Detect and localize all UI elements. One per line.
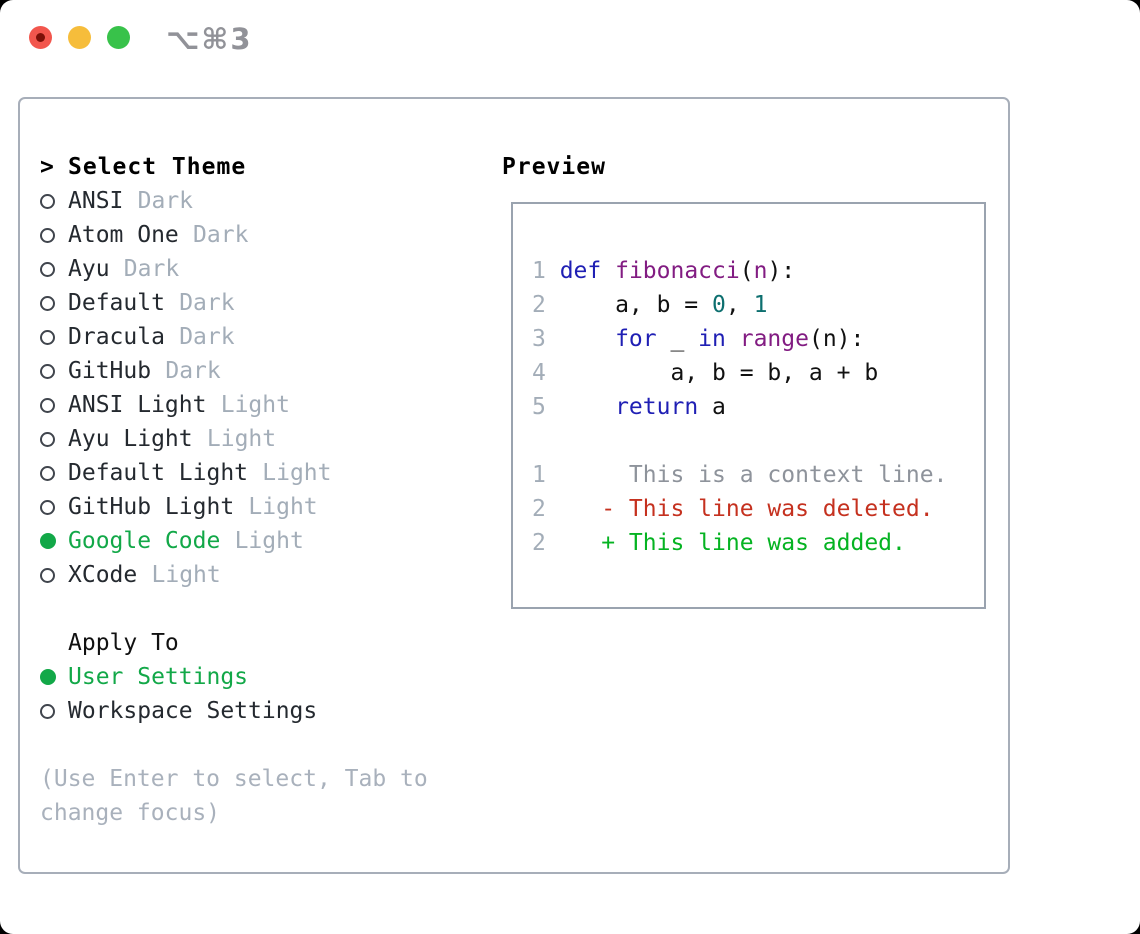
apply-option-workspace-settings[interactable]: Workspace Settings bbox=[40, 694, 428, 728]
apply-to-title: Apply To bbox=[68, 630, 179, 656]
variant-label: Dark bbox=[165, 358, 221, 384]
code-line: 2 + This line was added. bbox=[532, 530, 906, 556]
variant-label: Light bbox=[220, 392, 290, 418]
spacer bbox=[40, 728, 428, 762]
option-label: Atom One bbox=[68, 222, 179, 248]
theme-option-github-light[interactable]: GitHub Light Light bbox=[40, 490, 428, 524]
option-label: GitHub Light bbox=[68, 494, 235, 520]
option-label: User Settings bbox=[68, 664, 249, 690]
theme-option-github[interactable]: GitHub Dark bbox=[40, 354, 428, 388]
variant-label: Dark bbox=[123, 256, 180, 282]
option-label: ANSI Light bbox=[68, 392, 207, 418]
radio-icon bbox=[40, 431, 68, 447]
radio-icon bbox=[40, 295, 68, 311]
option-label: Workspace Settings bbox=[68, 698, 318, 724]
radio-icon bbox=[40, 261, 68, 277]
theme-option-dracula[interactable]: Dracula Dark bbox=[40, 320, 428, 354]
theme-option-ansi[interactable]: ANSI Dark bbox=[40, 184, 428, 218]
hint-line-2: change focus) bbox=[40, 800, 221, 826]
variant-label: Light bbox=[248, 494, 318, 520]
option-label: ANSI bbox=[68, 188, 124, 214]
option-label: Dracula bbox=[68, 324, 165, 350]
select-theme-header: > Select Theme bbox=[40, 150, 428, 184]
theme-option-ayu[interactable]: Ayu Dark bbox=[40, 252, 428, 286]
apply-to-header: Apply To bbox=[40, 626, 428, 660]
preview-title: Preview bbox=[502, 154, 606, 180]
variant-label: Dark bbox=[179, 324, 235, 350]
radio-icon bbox=[40, 567, 68, 583]
variant-label: Light bbox=[151, 562, 221, 588]
variant-label: Dark bbox=[137, 188, 194, 214]
option-label: Default bbox=[68, 290, 165, 316]
theme-option-xcode[interactable]: XCode Light bbox=[40, 558, 428, 592]
radio-icon bbox=[40, 193, 68, 209]
code-line: 5 return a bbox=[532, 394, 726, 420]
window-titlebar: ⌥⌘3 bbox=[0, 0, 1140, 75]
option-label: XCode bbox=[68, 562, 138, 588]
option-label: Ayu bbox=[68, 256, 110, 282]
variant-label: Light bbox=[262, 460, 332, 486]
radio-icon bbox=[40, 465, 68, 481]
theme-option-atom-one[interactable]: Atom One Dark bbox=[40, 218, 428, 252]
radio-icon bbox=[40, 363, 68, 379]
theme-option-ansi-light[interactable]: ANSI Light Light bbox=[40, 388, 428, 422]
variant-label: Dark bbox=[179, 290, 235, 316]
hint-line-1: (Use Enter to select, Tab to bbox=[40, 766, 428, 792]
select-theme-title: Select Theme bbox=[68, 154, 247, 180]
option-label: Default Light bbox=[68, 460, 249, 486]
theme-option-ayu-light[interactable]: Ayu Light Light bbox=[40, 422, 428, 456]
code-line: 3 for _ in range(n): bbox=[532, 326, 865, 352]
window-title: ⌥⌘3 bbox=[166, 22, 253, 56]
selected-radio-icon bbox=[40, 533, 68, 549]
minimize-button[interactable] bbox=[68, 26, 91, 49]
code-line: 4 a, b = b, a + b bbox=[532, 360, 879, 386]
variant-label: Light bbox=[234, 528, 304, 554]
close-button[interactable] bbox=[29, 26, 52, 49]
spacer bbox=[40, 592, 428, 626]
code-line: 1 This is a context line. bbox=[532, 462, 948, 488]
theme-option-default-light[interactable]: Default Light Light bbox=[40, 456, 428, 490]
option-label: Ayu Light bbox=[68, 426, 193, 452]
option-label: GitHub bbox=[68, 358, 152, 384]
zoom-button[interactable] bbox=[107, 26, 130, 49]
theme-option-default[interactable]: Default Dark bbox=[40, 286, 428, 320]
hint-text: (Use Enter to select, Tab to change focu… bbox=[40, 762, 428, 830]
radio-icon bbox=[40, 397, 68, 413]
theme-option-google-code[interactable]: Google Code Light bbox=[40, 524, 428, 558]
radio-icon bbox=[40, 227, 68, 243]
option-label: Google Code bbox=[68, 528, 221, 554]
radio-icon bbox=[40, 499, 68, 515]
cursor-arrow-icon: > bbox=[40, 154, 54, 180]
selected-radio-icon bbox=[40, 669, 68, 685]
close-dot-icon bbox=[36, 33, 45, 42]
code-line bbox=[532, 424, 947, 458]
radio-icon bbox=[40, 329, 68, 345]
code-line: 2 a, b = 0, 1 bbox=[532, 292, 768, 318]
variant-label: Light bbox=[206, 426, 277, 452]
variant-label: Dark bbox=[193, 222, 249, 248]
code-line: 2 - This line was deleted. bbox=[532, 496, 934, 522]
apply-option-user-settings[interactable]: User Settings bbox=[40, 660, 428, 694]
radio-icon bbox=[40, 703, 68, 719]
